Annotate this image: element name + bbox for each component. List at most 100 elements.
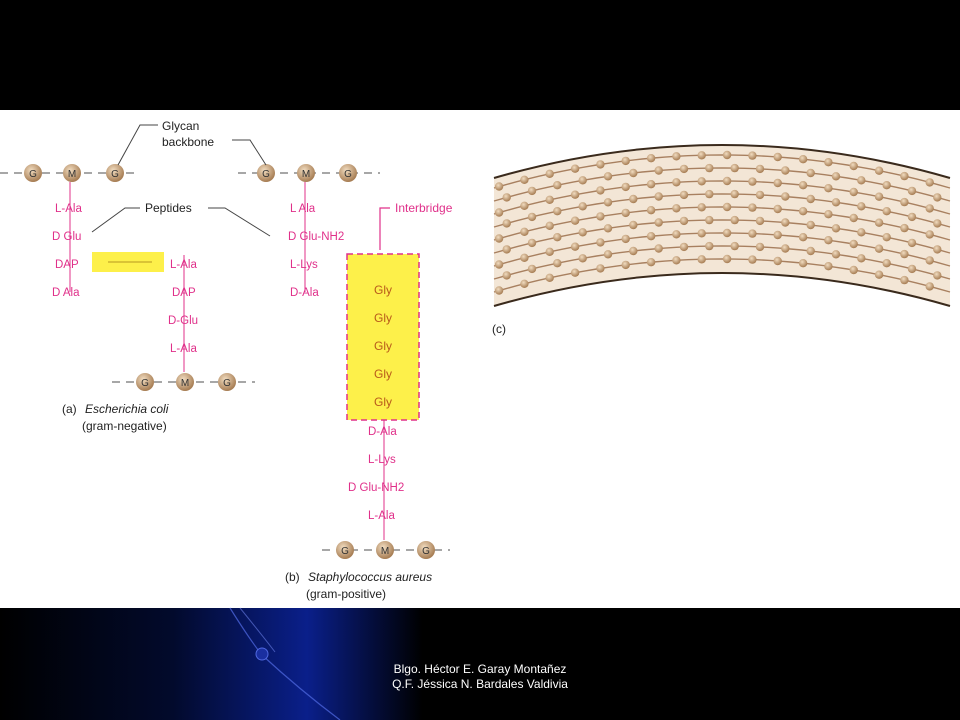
sugar-g-b3: G	[336, 541, 354, 559]
sugar-bead	[679, 164, 689, 174]
sugar-bead	[748, 151, 757, 160]
sugar-bead	[831, 198, 841, 207]
sugar-bead	[874, 218, 884, 227]
sugar-bead	[629, 168, 638, 178]
sugar-bead	[907, 264, 917, 274]
sugar-bead	[874, 192, 884, 201]
sugar-bead	[520, 201, 529, 210]
sugar-bead	[672, 230, 681, 239]
sugar-bead	[578, 202, 587, 211]
sugar-bead	[697, 177, 706, 186]
sugar-bead	[882, 207, 891, 216]
sugar-bead	[527, 212, 537, 222]
sugar-bead	[672, 256, 681, 265]
sugar-bead	[781, 166, 790, 175]
sugar-bead	[933, 245, 942, 254]
sugar-bead	[773, 204, 782, 214]
sugar-bead	[773, 178, 782, 188]
panel-b-note: (gram-positive)	[306, 587, 386, 601]
sugar-bead	[679, 190, 689, 200]
a-left-chain-3: DAP	[55, 259, 79, 271]
a-right-chain-3: D-Glu	[168, 315, 198, 327]
sugar-bead	[857, 176, 866, 185]
footer-dot-icon	[255, 647, 269, 661]
sugar-bead	[494, 208, 504, 217]
slide-footer	[0, 608, 960, 720]
sugar-bead	[494, 286, 504, 295]
sugar-bead	[900, 171, 909, 181]
sugar-bead	[646, 232, 656, 241]
sugar-bead	[831, 172, 841, 181]
sugar-bead	[748, 229, 757, 238]
sugar-bead	[705, 215, 714, 225]
b-bottom-chain-2: L-Lys	[368, 454, 396, 466]
sugar-bead	[596, 238, 605, 247]
sugar-bead	[849, 265, 858, 275]
sugar-g-b4: G	[417, 541, 435, 559]
sugar-bead	[933, 219, 942, 228]
sugar-bead	[494, 234, 504, 243]
glycan-strand	[493, 232, 951, 267]
sugar-bead	[545, 169, 554, 178]
sugar-bead	[646, 206, 656, 215]
sugar-bead	[545, 247, 554, 256]
sugar-bead	[596, 264, 605, 273]
sugar-bead	[773, 256, 782, 266]
sugar-bead	[629, 246, 638, 256]
svg-text:M: M	[68, 169, 76, 180]
sugar-bead	[646, 258, 656, 267]
sugar-bead	[748, 255, 757, 264]
svg-text:M: M	[181, 378, 189, 389]
sugar-bead	[502, 219, 511, 228]
sugar-bead	[578, 228, 587, 237]
sugar-bead	[882, 259, 891, 268]
sugar-bead	[570, 164, 580, 173]
sugar-bead	[603, 172, 613, 181]
sugar-bead	[705, 241, 714, 251]
svg-text:M: M	[302, 169, 310, 180]
sugar-bead	[553, 259, 562, 268]
glycan-strand	[493, 193, 951, 228]
sugar-bead	[527, 264, 537, 274]
sugar-bead	[748, 177, 757, 186]
svg-text:G: G	[341, 546, 349, 557]
sugar-bead	[882, 181, 891, 190]
svg-text:G: G	[111, 169, 119, 180]
a-right-chain-1: L-Ala	[170, 259, 197, 271]
sugar-bead	[520, 279, 529, 288]
sugar-bead	[545, 273, 554, 282]
sugar-bead	[882, 233, 891, 242]
sugar-bead	[502, 193, 511, 202]
sugar-bead	[527, 186, 537, 196]
panel-c-sheet	[493, 144, 951, 307]
sugar-bead	[520, 175, 529, 184]
sugar-bead	[933, 271, 942, 280]
sugar-bead	[679, 216, 689, 226]
sugar-bead	[874, 166, 884, 175]
sugar-bead	[773, 230, 782, 240]
bridge-gly-3: Gly	[374, 339, 392, 353]
sugar-bead	[907, 238, 917, 248]
panel-c-strands	[493, 150, 951, 295]
svg-text:G: G	[344, 169, 352, 180]
b-bottom-chain-3: D Glu-NH2	[348, 482, 404, 494]
sugar-bead	[654, 192, 663, 201]
sugar-bead	[806, 220, 815, 230]
panel-a-tag: (a)	[62, 402, 77, 416]
sugar-bead	[494, 260, 504, 269]
glycan-leader-left	[117, 124, 158, 166]
sugar-bead	[857, 202, 866, 211]
sugar-bead	[697, 255, 706, 264]
sugar-bead	[773, 152, 782, 162]
sugar-bead	[570, 268, 580, 277]
sugar-bead	[578, 254, 587, 263]
sugar-bead	[722, 254, 732, 264]
sugar-bead	[925, 204, 934, 213]
sugar-bead	[621, 260, 630, 270]
sugar-bead	[874, 244, 884, 253]
sugar-bead	[603, 224, 613, 233]
sugar-bead	[545, 195, 554, 204]
sugar-bead	[705, 163, 714, 173]
